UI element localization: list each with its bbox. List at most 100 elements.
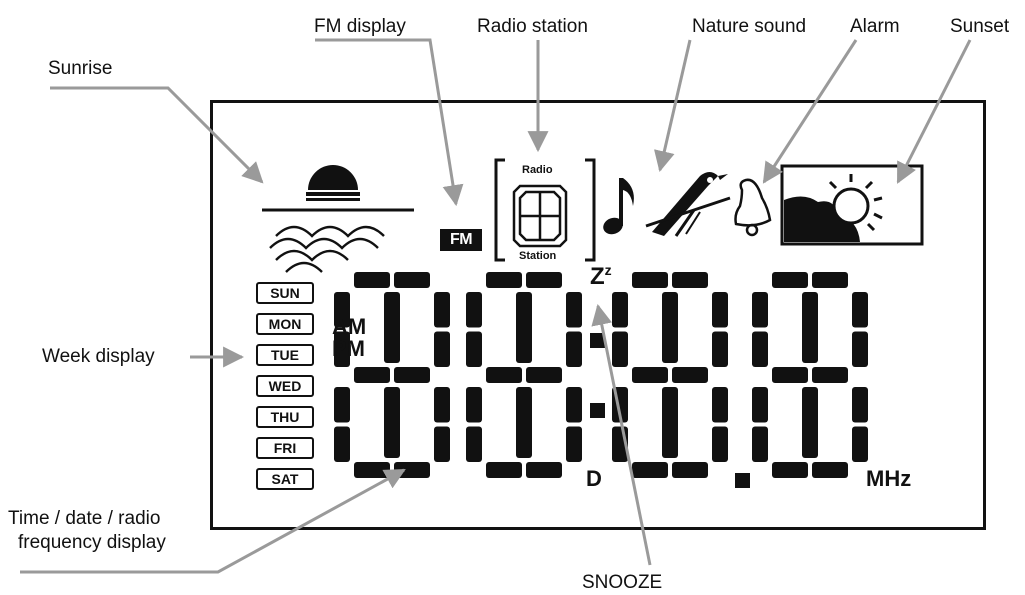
- sunrise-label: Sunrise: [48, 58, 113, 79]
- digit-2-segment-13: [566, 387, 582, 423]
- digit-2-segment-1: [486, 272, 522, 288]
- digit-3-segment-3: [632, 367, 668, 383]
- digit-1-segment-5: [354, 462, 390, 478]
- digit-1-segment-14: [434, 426, 450, 462]
- digit-3-segment-13: [712, 387, 728, 423]
- digit-4-segment-10: [852, 331, 868, 367]
- digit-1-segment-3: [354, 367, 390, 383]
- big-digit-3: [612, 272, 728, 478]
- digit-4-segment-12: [752, 426, 768, 462]
- alarm-label: Alarm: [850, 16, 900, 37]
- digit-3-segment-10: [712, 331, 728, 367]
- pm-indicator: PM: [332, 336, 365, 361]
- digit-2-segment-14: [566, 426, 582, 462]
- digit-3-segment-8: [612, 331, 628, 367]
- digit-3-segment-6: [672, 462, 708, 478]
- station-label: Station: [519, 250, 557, 262]
- digit-1-segment-9: [434, 292, 450, 328]
- digit-3-segment-4: [672, 367, 708, 383]
- digit-4-segment-5: [772, 462, 808, 478]
- radio-station-icon: [494, 158, 596, 262]
- week-display-label: Week display: [42, 346, 155, 367]
- snooze-z-sup: z: [604, 262, 612, 278]
- digit-1-segment-1: [354, 272, 390, 288]
- bird-icon: [645, 172, 731, 237]
- digit-2-segment-9: [566, 292, 582, 328]
- digit-2-segment-4: [526, 367, 562, 383]
- snooze-indicator: Zz: [590, 262, 612, 291]
- music-note-icon: [603, 178, 634, 235]
- fm-indicator: FM: [440, 229, 482, 251]
- digit-3-segment-14: [712, 426, 728, 462]
- digit-4-segment-16: [802, 387, 818, 458]
- digit-4-segment-14: [852, 426, 868, 462]
- digit-2-segment-5: [486, 462, 522, 478]
- digit-4-segment-4: [812, 367, 848, 383]
- day-sat: SAT: [256, 468, 314, 490]
- sunset-label: Sunset: [950, 16, 1010, 37]
- time-display-label-line1: Time / date / radio: [8, 508, 161, 529]
- decimal-point: [735, 473, 750, 488]
- day-fri: FRI: [256, 437, 314, 459]
- snooze-label: SNOOZE: [582, 572, 663, 593]
- digit-2-segment-16: [516, 387, 532, 458]
- radio-label: Radio: [522, 164, 553, 176]
- digit-2-segment-8: [466, 331, 482, 367]
- digit-3-segment-2: [672, 272, 708, 288]
- digit-1-segment-8: [334, 331, 350, 367]
- digit-4-segment-8: [752, 331, 768, 367]
- digit-3-segment-15: [662, 292, 678, 363]
- alarm-bell-icon: [734, 178, 772, 237]
- nature-sound-label: Nature sound: [692, 16, 807, 37]
- digit-1-segment-16: [384, 387, 400, 458]
- digit-1-segment-7: [334, 292, 350, 328]
- big-digit-1: [334, 272, 450, 478]
- digit-4-segment-15: [802, 292, 818, 363]
- sunrise-icon: [262, 165, 414, 273]
- digit-4-segment-9: [852, 292, 868, 328]
- digit-4-segment-3: [772, 367, 808, 383]
- sunset-icon: [780, 164, 924, 246]
- digit-1-segment-11: [334, 387, 350, 423]
- digit-3-segment-16: [662, 387, 678, 458]
- digit-4-segment-1: [772, 272, 808, 288]
- digit-4-segment-6: [812, 462, 848, 478]
- snooze-z: Z: [590, 263, 605, 290]
- digit-2-segment-11: [466, 387, 482, 423]
- digit-2-segment-15: [516, 292, 532, 363]
- fm-display-label: FM display: [314, 16, 406, 37]
- day-mon: MON: [256, 313, 314, 335]
- digit-1-segment-4: [394, 367, 430, 383]
- colon-upper-dot: [590, 333, 605, 348]
- digit-2-segment-10: [566, 331, 582, 367]
- big-digit-2: [466, 272, 582, 478]
- digit-4-segment-13: [852, 387, 868, 423]
- digit-2-segment-2: [526, 272, 562, 288]
- colon-lower-dot: [590, 403, 605, 418]
- digit-2-segment-12: [466, 426, 482, 462]
- digit-3-segment-1: [632, 272, 668, 288]
- big-digit-4: [752, 272, 868, 478]
- digit-1-segment-2: [394, 272, 430, 288]
- time-display-label-line2: frequency display: [18, 532, 166, 553]
- digit-4-segment-2: [812, 272, 848, 288]
- digit-2-segment-6: [526, 462, 562, 478]
- digit-1-segment-13: [434, 387, 450, 423]
- time-frequency-digits: [334, 272, 868, 478]
- day-thu: THU: [256, 406, 314, 428]
- radio-station-label: Radio station: [477, 16, 588, 37]
- lcd-frame: [210, 100, 986, 530]
- mhz-indicator: MHz: [866, 466, 912, 491]
- digit-1-segment-12: [334, 426, 350, 462]
- digit-3-segment-5: [632, 462, 668, 478]
- day-tue: TUE: [256, 344, 314, 366]
- digit-3-segment-9: [712, 292, 728, 328]
- digit-2-segment-7: [466, 292, 482, 328]
- digit-3-segment-7: [612, 292, 628, 328]
- callout-arrows: [20, 38, 972, 574]
- digit-4-segment-11: [752, 387, 768, 423]
- digit-2-segment-3: [486, 367, 522, 383]
- digit-1-segment-15: [384, 292, 400, 363]
- d-indicator: D: [586, 466, 602, 491]
